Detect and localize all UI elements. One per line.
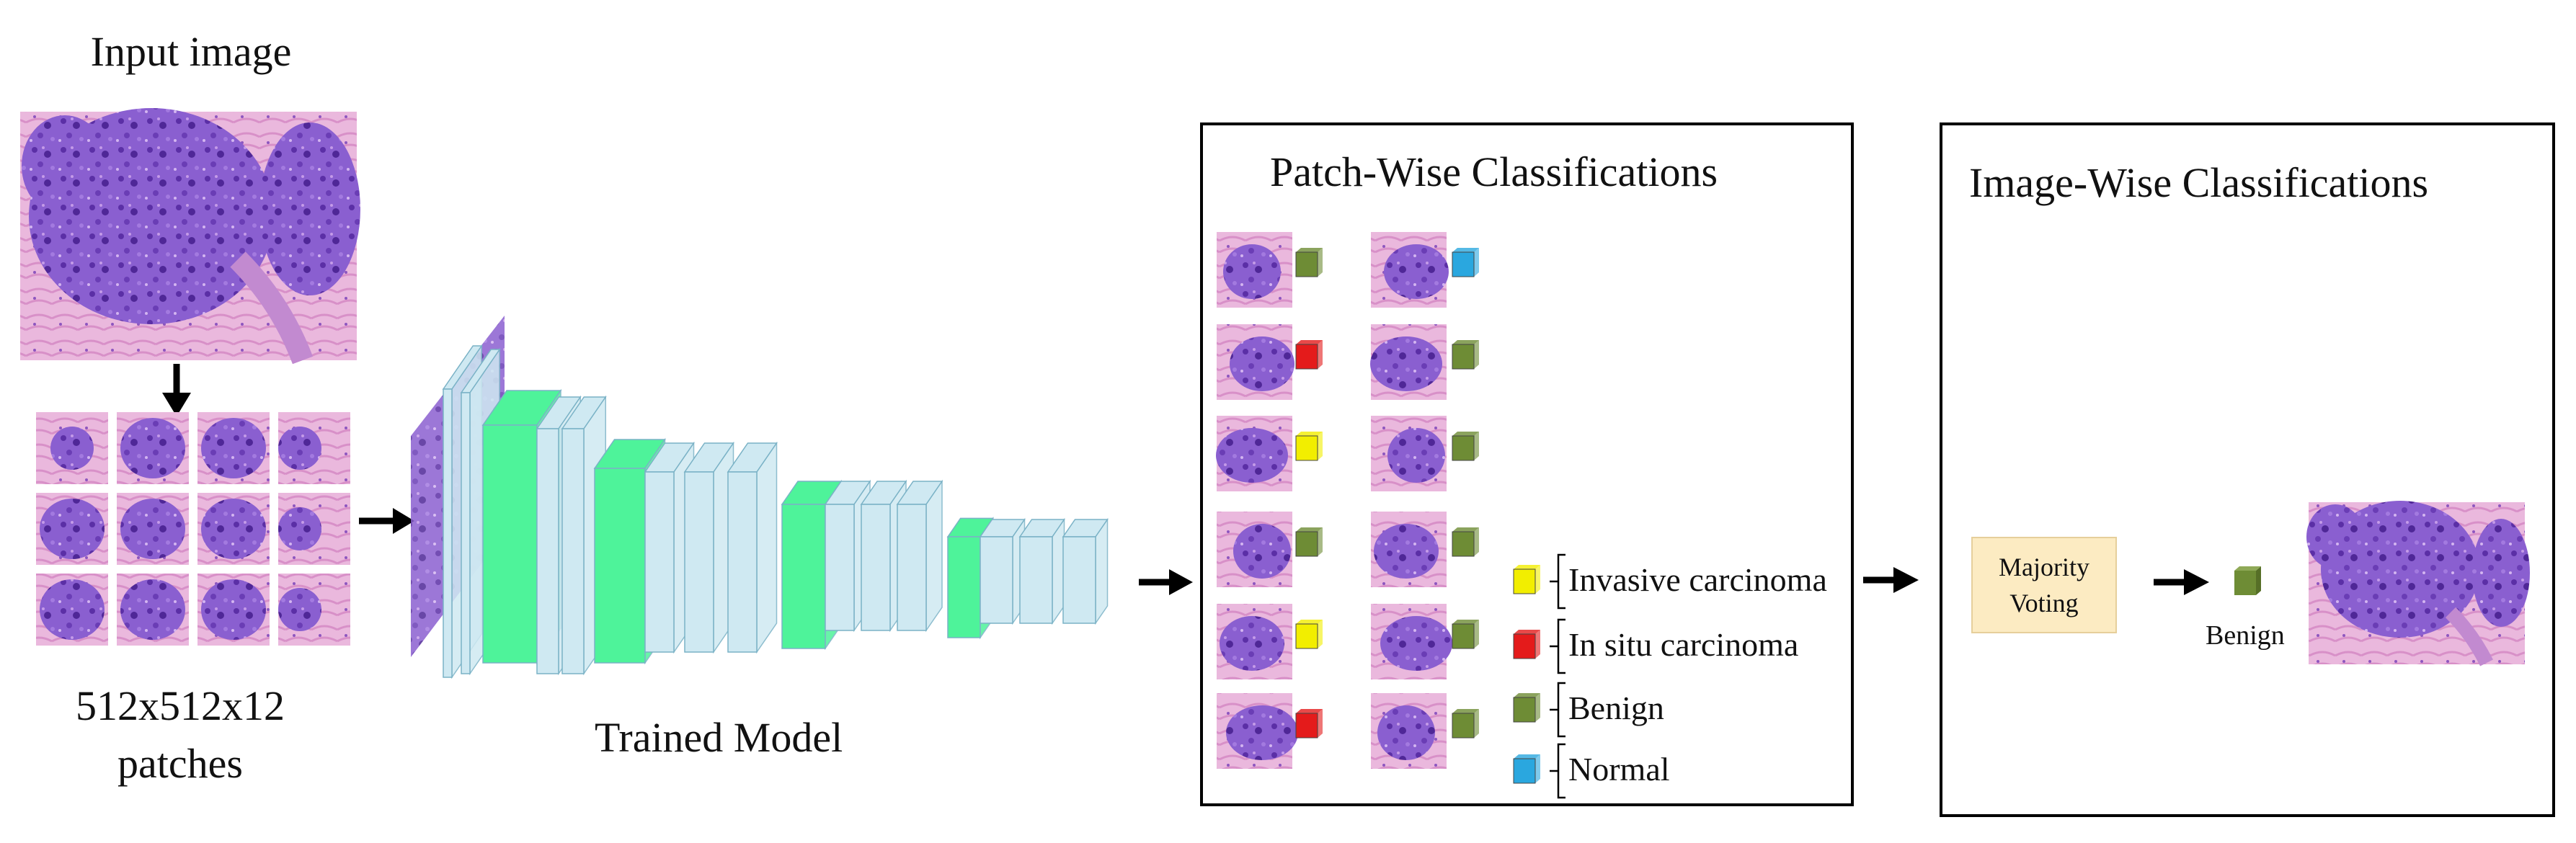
patch-thumbnail xyxy=(1217,604,1292,679)
result-label: Benign xyxy=(2206,620,2285,651)
patch-grid xyxy=(36,412,350,646)
input-image-title: Input image xyxy=(90,28,292,75)
legend-label: In situ carcinoma xyxy=(1568,626,1799,663)
class-cube-icon xyxy=(1295,340,1323,370)
legend-swatch-icon xyxy=(1513,754,1540,784)
patch-tile xyxy=(36,493,108,565)
patch-tile xyxy=(278,574,350,646)
cnn-layer xyxy=(683,441,734,654)
patch-tile xyxy=(117,412,189,484)
patch-tile xyxy=(278,412,350,484)
patch-thumbnail xyxy=(1217,232,1292,308)
arrow-to-image-panel-icon xyxy=(1863,567,1919,593)
cnn-layer xyxy=(979,517,1026,625)
arrow-to-patch-panel-icon xyxy=(1139,569,1193,595)
patch-wise-title: Patch-Wise Classifications xyxy=(1270,148,1718,195)
class-cube-icon xyxy=(1452,527,1479,557)
patch-tile xyxy=(36,412,108,484)
patch-tile xyxy=(197,412,270,484)
legend-label: Normal xyxy=(1568,751,1670,788)
majority-voting-box: Majority Voting xyxy=(1971,537,2117,633)
arrow-to-result-icon xyxy=(2154,569,2209,595)
cnn-layer xyxy=(896,479,943,633)
legend xyxy=(1513,553,1565,799)
benign-cube-icon xyxy=(2234,566,2261,595)
cnn-layer xyxy=(1018,517,1065,625)
patch-tile xyxy=(36,574,108,646)
result-image xyxy=(2306,501,2530,666)
legend-swatch-icon xyxy=(1513,630,1540,659)
class-cube-icon xyxy=(1452,620,1479,649)
cnn-model xyxy=(411,316,1109,679)
class-cube-icon xyxy=(1295,248,1323,277)
patch-tile xyxy=(278,493,350,565)
image-wise-title: Image-Wise Classifications xyxy=(1969,159,2429,206)
patch-thumbnail xyxy=(1217,512,1292,587)
patch-tile xyxy=(117,493,189,565)
patch-wise-panel xyxy=(1200,122,1854,806)
patches-caption: 512x512x12 patches xyxy=(76,682,285,787)
class-cube-icon xyxy=(1452,432,1479,461)
down-arrow-icon xyxy=(162,364,191,416)
trained-model-caption: Trained Model xyxy=(595,714,843,761)
patch-thumbnail xyxy=(1217,324,1294,400)
legend-label: Invasive carcinoma xyxy=(1568,561,1827,598)
patch-tile xyxy=(197,574,270,646)
class-cube-icon xyxy=(1452,248,1479,277)
class-cube-icon xyxy=(1295,527,1323,557)
legend-swatch-icon xyxy=(1513,693,1540,723)
patch-thumbnail xyxy=(1371,604,1452,679)
class-cube-icon xyxy=(1295,709,1323,739)
image-wise-panel xyxy=(1940,122,2555,817)
class-cube-icon xyxy=(1295,620,1323,649)
patch-thumbnail xyxy=(1217,693,1298,769)
patch-thumbnail xyxy=(1371,416,1447,491)
legend-swatch-icon xyxy=(1513,565,1540,594)
patch-predictions xyxy=(1216,232,1479,769)
cnn-layer xyxy=(1062,517,1109,625)
cnn-layer xyxy=(824,479,871,633)
patch-tile xyxy=(117,574,189,646)
class-cube-icon xyxy=(1452,709,1479,739)
class-cube-icon xyxy=(1452,340,1479,370)
cnn-layer xyxy=(727,441,778,654)
arrow-to-model-icon xyxy=(359,508,414,534)
patch-thumbnail xyxy=(1216,416,1292,491)
legend-label: Benign xyxy=(1568,690,1664,726)
majority-voting-label: Majority Voting xyxy=(1999,553,2089,617)
input-image xyxy=(20,108,360,365)
patch-thumbnail xyxy=(1371,693,1447,769)
class-cube-icon xyxy=(1295,432,1323,461)
patch-thumbnail xyxy=(1371,232,1449,308)
patch-thumbnail xyxy=(1371,512,1447,587)
patch-thumbnail xyxy=(1370,324,1447,400)
patch-tile xyxy=(197,493,270,565)
